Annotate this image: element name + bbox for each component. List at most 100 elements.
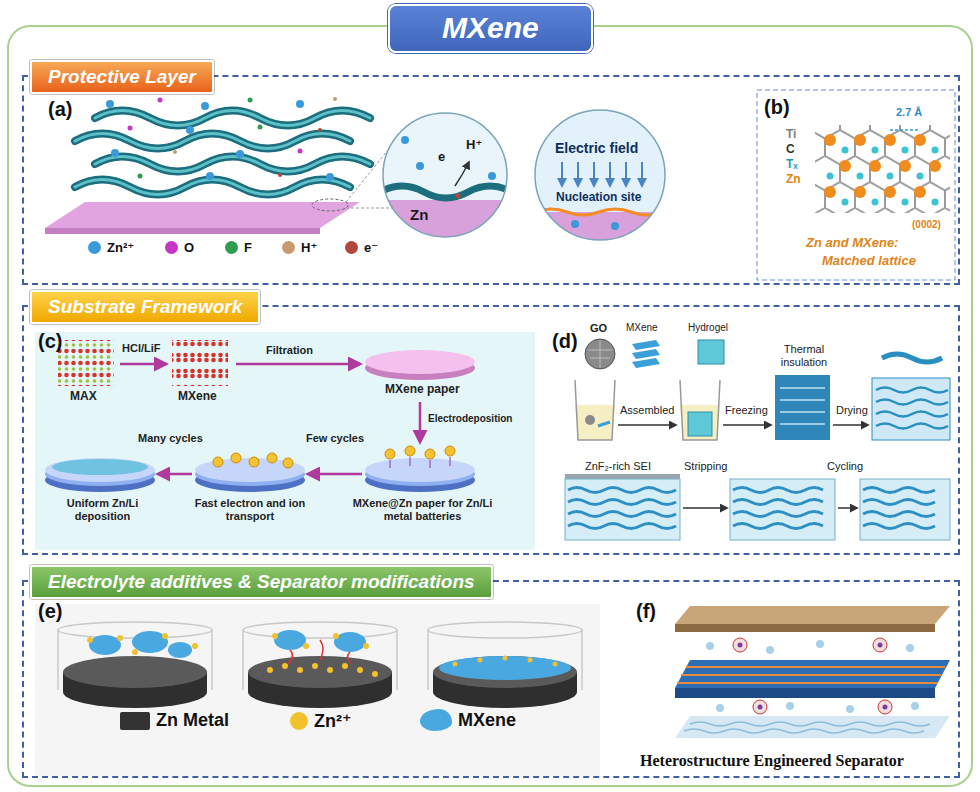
protective-layer-drawing [530,105,670,245]
additive-drawing [63,656,207,688]
legend-item: H⁺ [282,240,317,255]
legend-text: H⁺ [301,240,317,255]
protective-layer-drawing [561,162,563,186]
annotation-label: MXene@Zn paper for Zn/Li metal batteries [350,497,495,522]
separator-drawing [883,705,888,710]
protective-layer-drawing [186,126,194,134]
lattice-drawing [815,125,950,213]
annotation-label: Many cycles [138,432,203,445]
additive-drawing [334,632,366,652]
lattice-drawing [857,173,864,180]
protective-layer-drawing [625,162,627,186]
aerogel-drawing [698,340,724,364]
legend-swatch [282,241,295,254]
separator-drawing [706,642,714,650]
protective-layer-drawing [484,108,492,116]
additive-drawing [372,671,378,677]
substrate-paper-drawing [409,457,410,466]
annotation-label: C [786,143,795,157]
substrate-paper-drawing [249,457,259,467]
lattice-drawing [839,160,851,172]
protective-layer-drawing [380,200,510,240]
lattice-drawing [914,134,926,146]
aerogel-drawing [780,423,825,425]
additive-drawing [35,604,600,776]
annotation-label: 2.7 Å [896,106,922,119]
additive-drawing [503,656,508,661]
substrate-paper-drawing [405,446,415,456]
annotation-label: ZnF₂-rich SEI [585,460,651,473]
annotation-label: Drying [836,404,868,417]
substrate-paper-drawing [449,457,450,466]
additive-drawing [297,667,303,673]
aerogel-drawing [632,340,660,350]
aerogel-drawing [833,424,868,426]
annotation-label: Assembled [620,404,674,417]
aerogel-drawing [568,488,935,529]
aerogel-drawing [575,380,615,440]
additive-drawing [132,649,138,655]
protective-layer-drawing [383,113,507,237]
additive-drawing [282,663,288,669]
separator-drawing [786,702,794,710]
lattice-drawing [899,160,911,172]
protective-layer-drawing [106,97,337,181]
outer-frame [8,26,972,786]
lattice-drawing [887,173,894,180]
lattice-drawing [914,186,926,198]
additive-drawing [427,630,429,690]
substrate-paper-drawing [267,453,277,463]
substrate-paper-drawing [120,363,166,366]
aerogel-drawing [733,512,823,517]
protective-layer-drawing [206,172,214,180]
separator-drawing [690,722,930,726]
substrate-paper-drawing [390,457,450,468]
protective-layer-drawing [505,128,517,140]
lattice-drawing [824,134,941,198]
protective-layer-drawing [95,111,370,126]
separator-drawing [873,638,887,652]
protective-layer-drawing [593,162,595,186]
lattice-drawing [827,147,939,206]
protective-layer-drawing [75,134,350,149]
lattice-drawing [757,90,955,280]
protective-layer-drawing [346,150,388,202]
lattice-drawing [757,90,955,280]
additive-drawing [478,658,483,663]
protective-layer-drawing [158,98,163,103]
additive-drawing [162,633,168,639]
lattice-drawing [917,173,924,180]
protective-layer-drawing [201,102,209,110]
protective-layer-drawing [562,162,642,186]
legend-swatch [120,712,150,730]
protective-layer-drawing [495,116,505,126]
lattice-drawing [869,160,881,172]
aerogel-drawing [860,479,950,540]
protective-layer-drawing [45,202,360,228]
annotation-label: Freezing [725,404,768,417]
protective-layer-drawing [535,110,665,240]
annotation-label: MXene paper [385,383,460,397]
aerogel-drawing [568,524,676,529]
additive-drawing [192,643,198,649]
substrate-paper-drawing [195,458,305,482]
separator-drawing [878,643,883,648]
substrate-paper-drawing [308,473,362,476]
legend-swatch [290,712,308,730]
additive-drawing [528,658,533,663]
aerogel-drawing [876,388,948,393]
additive-drawing [396,630,398,690]
separator-drawing [677,667,945,683]
protective-layer-drawing [128,126,133,131]
protective-layer-drawing [346,208,392,209]
annotation-label: Zn and MXene: [806,236,898,251]
protective-layer-drawing [258,125,263,130]
aerogel-drawing [876,424,948,429]
additive-drawing [89,635,121,655]
aerogel-drawing [863,512,935,517]
substrate-paper-drawing [35,332,535,550]
protective-layer-drawing [401,136,409,144]
aerogel-drawing [775,375,830,440]
annotation-label: MXene [626,322,658,334]
substrate-paper-drawing [58,340,114,386]
